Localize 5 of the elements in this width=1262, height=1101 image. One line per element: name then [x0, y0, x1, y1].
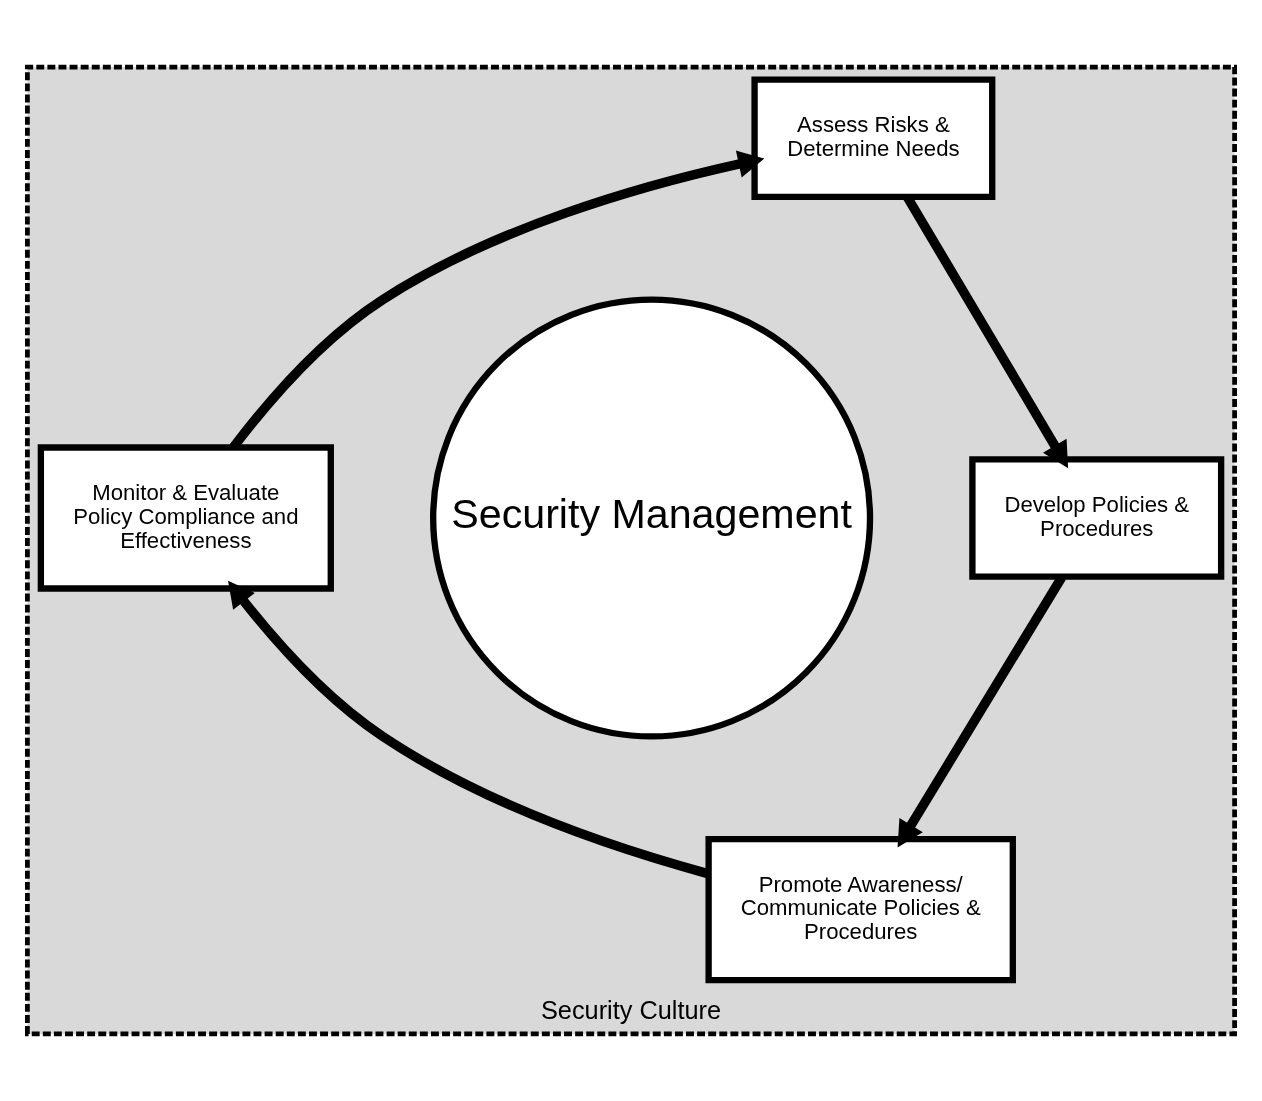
node-box: Promote Awareness/ Communicate Policies & Procedures	[705, 835, 1016, 984]
node-box: Develop Policies & Procedures	[969, 456, 1225, 580]
node-box: Monitor & Evaluate Policy Compliance and Effectiveness	[37, 444, 334, 592]
node-box: Assess Risks & Determine Needs	[751, 76, 996, 201]
node-circle: Security Management	[430, 296, 874, 740]
